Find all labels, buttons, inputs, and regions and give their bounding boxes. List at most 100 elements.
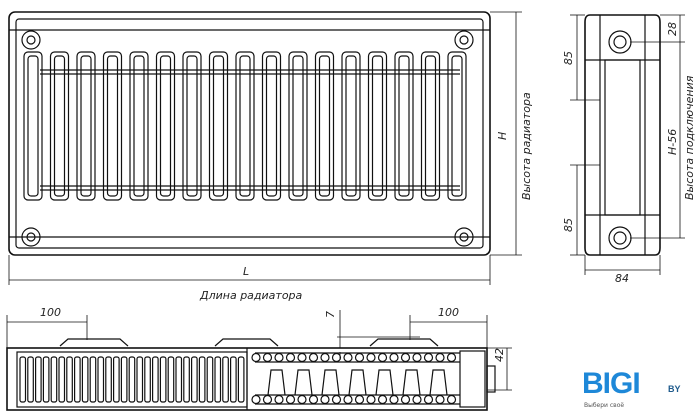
channel-circle bbox=[412, 394, 422, 405]
depth-dim: 84 bbox=[615, 272, 629, 285]
fin-inner bbox=[318, 55, 331, 197]
fin-inner bbox=[292, 55, 304, 197]
side-view bbox=[570, 14, 685, 275]
convector-fin bbox=[159, 356, 167, 403]
channel-circle bbox=[297, 394, 307, 405]
left-bracket-dim: 100 bbox=[40, 306, 61, 319]
fin-inner bbox=[27, 55, 39, 197]
plug-icon bbox=[21, 30, 41, 50]
panel-channel bbox=[294, 369, 313, 396]
channel-circle bbox=[262, 394, 273, 405]
fin bbox=[235, 51, 255, 201]
top-connection-dim: 28 bbox=[666, 22, 679, 36]
fin-inner bbox=[186, 55, 198, 197]
fin bbox=[394, 51, 414, 201]
channel-circle bbox=[389, 394, 399, 405]
channel-circle bbox=[308, 394, 319, 405]
fin-inner bbox=[345, 55, 357, 197]
convector-fin bbox=[128, 356, 136, 403]
length-symbol: L bbox=[243, 265, 249, 278]
front-view bbox=[8, 11, 522, 285]
panel-channel bbox=[429, 369, 448, 396]
channel-circle bbox=[274, 352, 284, 363]
convector-fin bbox=[97, 356, 105, 403]
channel-circle bbox=[285, 394, 296, 405]
channel-circle bbox=[423, 394, 434, 405]
channel-circle bbox=[320, 352, 330, 363]
convector-fin bbox=[66, 356, 73, 403]
plug-icon bbox=[608, 30, 632, 54]
channel-circle bbox=[412, 352, 422, 363]
fin bbox=[129, 51, 149, 201]
fin-inner bbox=[106, 55, 119, 197]
fin-inner bbox=[53, 55, 66, 197]
fin bbox=[314, 51, 335, 201]
convector-fin bbox=[198, 356, 206, 403]
fin-inner bbox=[133, 55, 145, 197]
convector-fin bbox=[230, 356, 237, 403]
convector-fin bbox=[112, 356, 120, 403]
convector-fin bbox=[136, 356, 144, 403]
fin bbox=[102, 51, 123, 201]
fin bbox=[341, 51, 361, 201]
channel-circle bbox=[366, 394, 376, 405]
logo-suffix: BY bbox=[668, 384, 681, 394]
convector-fin bbox=[19, 356, 27, 403]
channel-circle bbox=[435, 394, 445, 405]
channel-circle bbox=[389, 352, 399, 363]
fin-inner bbox=[212, 55, 225, 197]
plug-icon bbox=[454, 227, 474, 247]
height-label: Высота радиатора bbox=[520, 92, 533, 200]
fin-inner bbox=[424, 55, 437, 197]
plug-icon bbox=[21, 227, 41, 247]
channel-circle bbox=[377, 352, 388, 363]
fin bbox=[155, 51, 176, 201]
convector-fin bbox=[89, 356, 97, 403]
convector-fin bbox=[58, 356, 66, 403]
fin bbox=[49, 51, 70, 201]
convector-fin bbox=[50, 356, 58, 403]
convector-fin bbox=[222, 356, 229, 403]
convector-fin bbox=[120, 356, 128, 403]
channel-circle bbox=[400, 352, 411, 363]
bottom-view bbox=[6, 310, 512, 411]
panel-channel bbox=[402, 369, 421, 396]
channel-circle bbox=[435, 352, 445, 363]
channel-circle bbox=[377, 394, 388, 405]
right-bracket-dim: 100 bbox=[438, 306, 459, 319]
bottom-offset-dim: 85 bbox=[562, 218, 575, 232]
logo-text: BIGI bbox=[582, 367, 641, 400]
convector-fin bbox=[27, 356, 34, 403]
gap-dim: 7 bbox=[324, 311, 337, 318]
convector-fin bbox=[191, 356, 198, 403]
fin-inner bbox=[265, 55, 278, 197]
fin bbox=[208, 51, 229, 201]
convector-fin bbox=[34, 356, 42, 403]
convector-fin bbox=[206, 356, 214, 403]
bigi-logo[interactable]: BIGI BY Выбери своё bbox=[582, 369, 694, 415]
channel-circle bbox=[331, 394, 342, 405]
channel-circle bbox=[320, 394, 330, 405]
convector-fin bbox=[73, 356, 81, 403]
fin-inner bbox=[451, 55, 463, 197]
convector-fin bbox=[152, 356, 159, 403]
convector-fin bbox=[81, 356, 89, 403]
panel-channel bbox=[267, 369, 286, 396]
channel-circle bbox=[343, 394, 353, 405]
fin-inner bbox=[80, 55, 92, 197]
panel-channel bbox=[375, 369, 394, 396]
logo-slogan: Выбери своё bbox=[584, 402, 625, 409]
fin-inner bbox=[371, 55, 384, 197]
fin bbox=[76, 51, 96, 201]
length-label: Длина радиатора bbox=[199, 289, 303, 302]
channel-circle bbox=[423, 352, 434, 363]
fin-inner bbox=[159, 55, 172, 197]
channel-circle bbox=[251, 352, 261, 363]
fin bbox=[23, 51, 43, 201]
convector-fin bbox=[237, 356, 245, 403]
convector-fin bbox=[144, 356, 151, 403]
connection-height-symbol: H-56 bbox=[666, 129, 679, 155]
fin bbox=[367, 51, 388, 201]
panel-channel bbox=[321, 369, 340, 396]
convector-fin bbox=[105, 356, 112, 403]
